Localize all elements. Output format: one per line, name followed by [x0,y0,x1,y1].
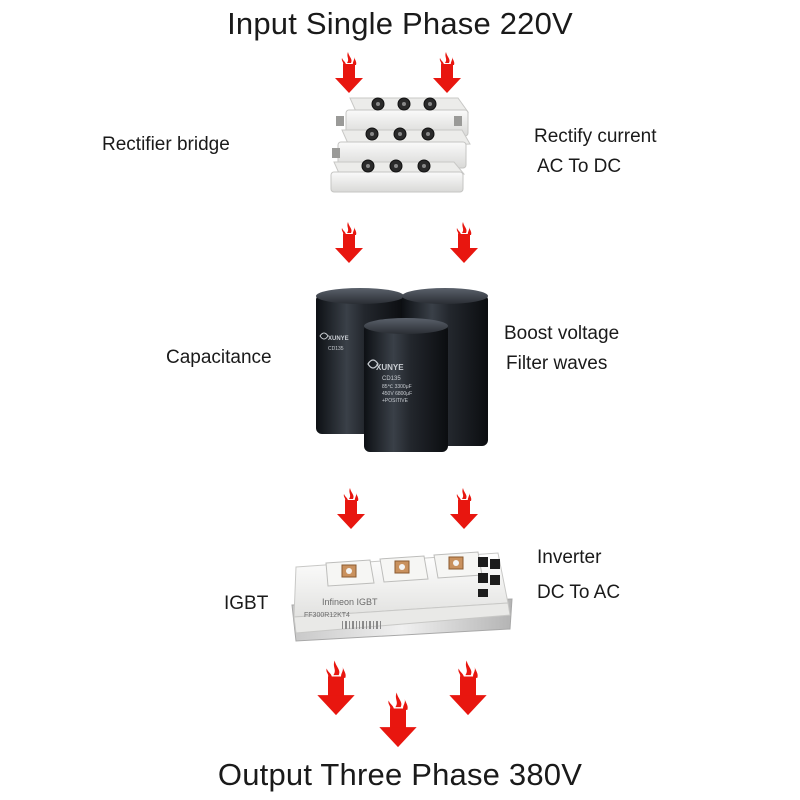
capacitors-image: XUNYE CD135 85℃ 3300μF 450V 6800μF +POSI… [316,288,488,452]
igbt-module-image: Infineon IGBT FF300R12KT4 [291,551,513,642]
input-title: Input Single Phase 220V [227,6,573,41]
rectifier-label: Rectifier bridge [102,134,230,155]
capacitor-desc-line2: Filter waves [506,353,608,374]
igbt-desc-line2: DC To AC [537,582,621,603]
down-arrow-icon [335,222,363,263]
svg-text:FF300R12KT4: FF300R12KT4 [304,612,350,619]
rectifier-desc-line2: AC To DC [537,156,622,177]
down-arrow-icon [317,660,355,716]
svg-text:+POSITIVE: +POSITIVE [382,398,409,404]
igbt-label: IGBT [224,593,269,614]
svg-text:CD135: CD135 [382,376,401,382]
capacitor-label: Capacitance [166,347,272,368]
down-arrow-icon [379,692,417,748]
cap-brand-print: XUNYE [376,363,404,372]
down-arrow-icon [335,52,363,93]
rectifier-bridge-image [330,97,471,193]
output-title: Output Three Phase 380V [217,757,583,792]
svg-text:85℃ 3300μF: 85℃ 3300μF [382,384,412,390]
down-arrow-icon [450,488,478,529]
igbt-brand-print: Infineon IGBT [322,597,378,607]
down-arrow-icon [337,488,365,529]
svg-text:XUNYE: XUNYE [328,336,349,342]
rectifier-desc-line1: Rectify current [534,126,657,147]
down-arrow-icon [433,52,461,93]
down-arrow-icon [449,660,487,716]
igbt-desc-line1: Inverter [537,547,602,568]
svg-text:450V 6800μF: 450V 6800μF [382,391,412,397]
down-arrow-icon [450,222,478,263]
svg-text:CD135: CD135 [328,346,344,352]
capacitor-desc-line1: Boost voltage [504,323,620,344]
